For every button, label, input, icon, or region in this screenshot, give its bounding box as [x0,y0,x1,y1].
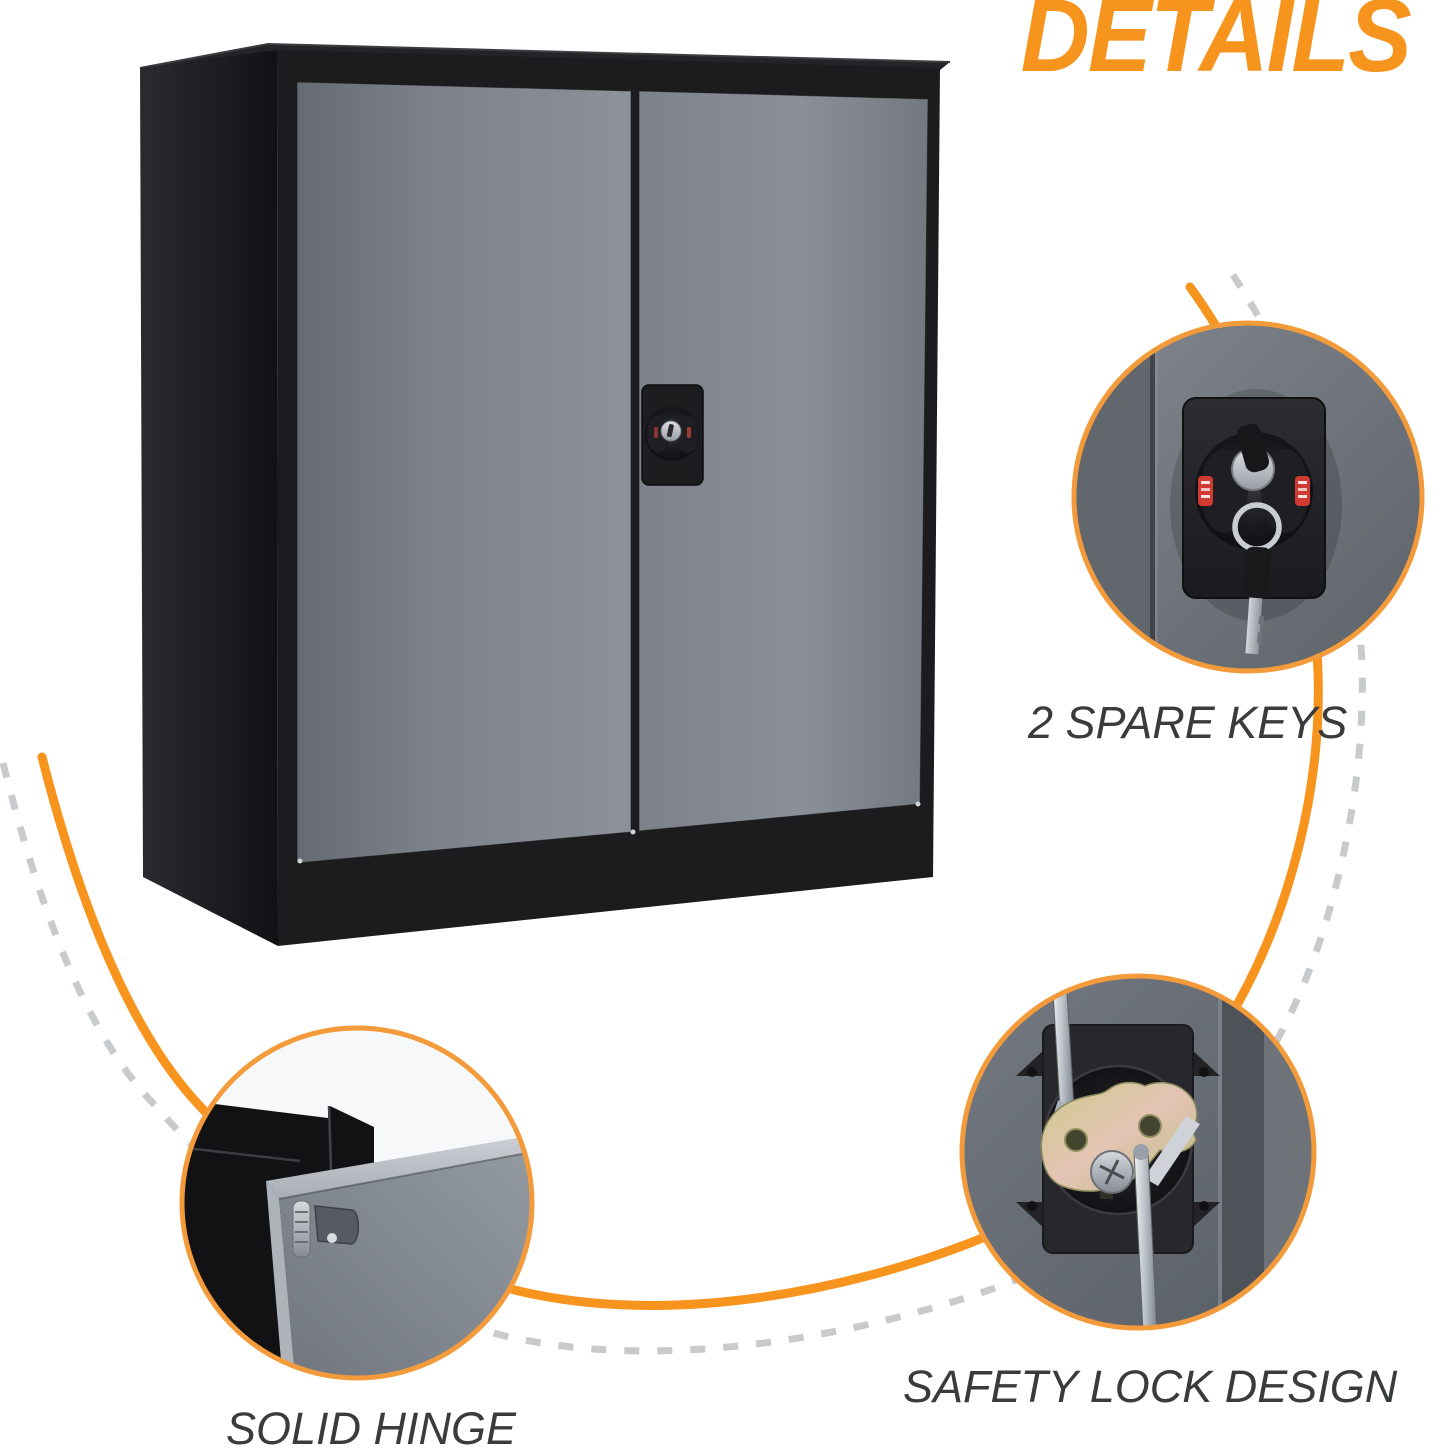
door-corner-pin [915,801,921,807]
page-title: DETAILS [1020,0,1412,94]
safety-lock-label: SAFETY LOCK DESIGN [903,1361,1398,1412]
inserted-key [1236,423,1270,473]
decorative-arcs [0,273,1366,1355]
door-corner-pin [297,858,303,864]
hanging-key [1242,546,1272,655]
door-corner-pin [630,829,636,835]
cabinet-lock [641,384,704,486]
circle-ring [1071,320,1425,674]
orange-arc [37,282,1323,1310]
lock-direction-stickers [1198,476,1310,506]
cabinet-illustration [139,42,951,946]
solid-hinge-photo-circle [179,1025,535,1381]
cabinet-top-edge-highlight [139,42,951,69]
dashed-arc [0,273,1366,1355]
circle-ring [959,973,1317,1331]
solid-hinge-label: SOLID HINGE [226,1403,517,1451]
cabinet-left-door [296,81,632,864]
cabinet-side-panel [140,50,278,946]
safety-lock-photo-circle [959,973,1317,1331]
door-top-flange [266,1134,531,1199]
rod-strap [1144,1116,1200,1186]
lock-cam [1040,1081,1198,1192]
hinge-hardware [292,1200,360,1258]
spare-keys-label: 2 SPARE KEYS [1028,697,1348,748]
circle-ring [179,1025,535,1381]
door-left-flange [266,1181,300,1377]
spare-keys-photo-circle [1071,320,1425,674]
